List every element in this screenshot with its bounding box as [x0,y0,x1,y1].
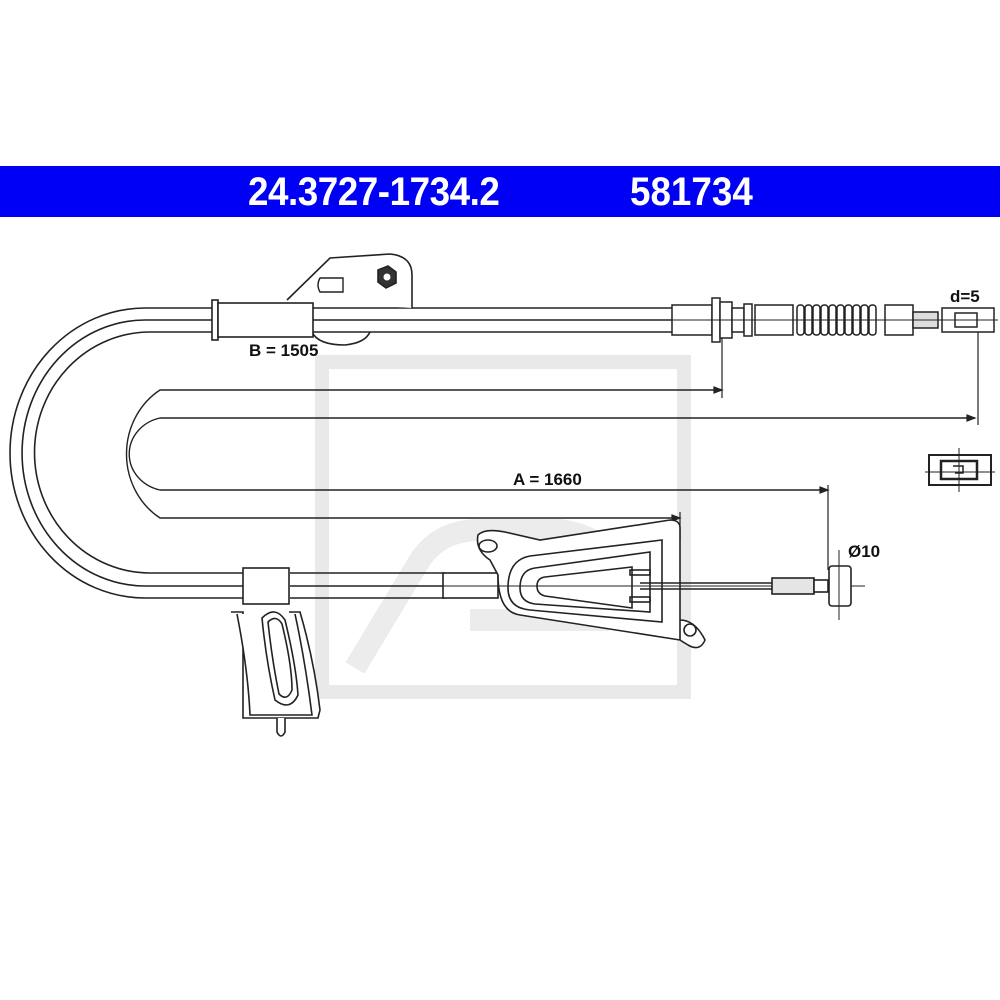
cable-end-nipple [771,550,852,620]
triangular-bracket [360,519,865,649]
cable-sleeve [211,299,314,341]
cable-clip [231,567,321,737]
part-number: 24.3727-1734.2 [248,170,500,214]
mounting-bracket [286,253,413,346]
dimension-a-label: A = 1660 [513,470,582,489]
section-view-symbol [925,448,995,492]
fitting-size-label: d=5 [950,287,980,306]
header-band: 24.3727-1734.2 581734 [0,166,1000,217]
dimension-lines [671,330,979,570]
dimension-b-label: B = 1505 [249,341,318,360]
dimension-guide-curves [125,389,975,519]
end-diameter-label: Ø10 [848,542,880,561]
reference-number: 581734 [630,170,753,214]
adjuster-fitting [660,297,998,343]
